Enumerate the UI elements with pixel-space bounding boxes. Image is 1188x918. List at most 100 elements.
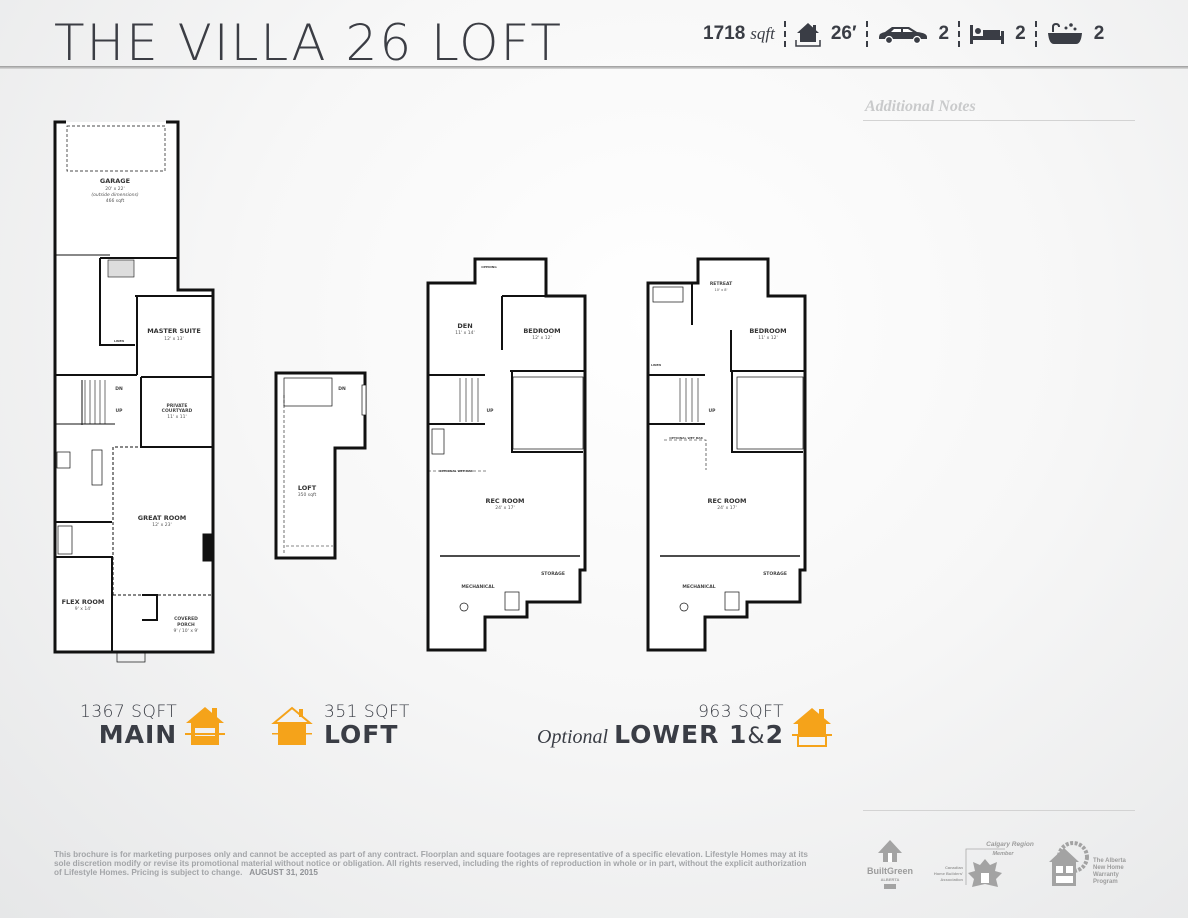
room-label: PRIVATE bbox=[167, 403, 188, 409]
alberta-warranty-logo: The Alberta New Home Warranty Program bbox=[1049, 841, 1126, 886]
divider bbox=[958, 21, 961, 47]
opening-label: OPENING bbox=[481, 265, 497, 269]
disclaimer-text: This brochure is for marketing purposes … bbox=[54, 850, 808, 877]
stairs-up-label: UP bbox=[487, 408, 495, 414]
room-label: REC ROOM bbox=[707, 497, 746, 505]
level-sqft: 351 SQFT bbox=[324, 702, 410, 722]
room-dims: 12' x 13' bbox=[164, 336, 183, 342]
room-dims: 10' x 8' bbox=[715, 288, 728, 292]
home-stats: 1718 sqft 26′ 2 2 2 bbox=[703, 20, 1104, 48]
room-label: MECHANICAL bbox=[461, 584, 494, 590]
room-label: FLEX ROOM bbox=[62, 598, 105, 606]
page-title: THE VILLA 26 LOFT bbox=[54, 14, 563, 72]
room-dims: 12' x 23' bbox=[152, 522, 171, 528]
garage-count: 2 bbox=[938, 23, 950, 44]
svg-text:Program: Program bbox=[1093, 879, 1118, 885]
loft-floor-plan bbox=[274, 371, 367, 560]
room-area: 466 sqft bbox=[106, 198, 125, 204]
sqft-unit: sqft bbox=[750, 24, 775, 43]
car-icon bbox=[878, 27, 927, 44]
room-label: RETREAT bbox=[710, 281, 733, 287]
disclaimer-date: AUGUST 31, 2015 bbox=[249, 868, 318, 877]
lower-2-labels: RETREAT 10' x 8' BEDROOM 11' x 12' REC R… bbox=[651, 281, 787, 590]
stairs-up-label: UP bbox=[116, 408, 124, 414]
room-label: BEDROOM bbox=[523, 327, 560, 335]
room-label: COURTYARD bbox=[162, 408, 193, 414]
room-dims: 11' x 11' bbox=[167, 414, 186, 420]
divider bbox=[783, 21, 786, 47]
room-label: COVERED bbox=[174, 616, 198, 622]
svg-text:Warranty: Warranty bbox=[1093, 872, 1119, 878]
room-dims: 11' x 12' bbox=[758, 335, 777, 341]
wet-bar-label: OPTIONAL WET BAR bbox=[669, 436, 703, 440]
svg-text:The Alberta: The Alberta bbox=[1093, 858, 1126, 864]
svg-text:Calgary Region: Calgary Region bbox=[986, 841, 1034, 848]
main-floor-labels: GARAGE 20' x 22' (outside dimensions) 46… bbox=[62, 177, 201, 634]
room-label: REC ROOM bbox=[485, 497, 524, 505]
stairs-down-label: DN bbox=[338, 386, 346, 392]
room-note: (outside dimensions) bbox=[91, 192, 138, 198]
level-main: 1367 SQFT MAIN bbox=[80, 702, 227, 748]
room-label: LOFT bbox=[298, 484, 317, 492]
room-label: BEDROOM bbox=[749, 327, 786, 335]
builtgreen-logo: BuiltGreen ALBERTA bbox=[867, 840, 913, 889]
room-dims: 11' x 14' bbox=[455, 330, 474, 336]
svg-text:ALBERTA: ALBERTA bbox=[881, 877, 900, 882]
level-name: LOFT bbox=[324, 720, 399, 749]
disclaimer: This brochure is for marketing purposes … bbox=[54, 850, 814, 877]
svg-text:Association: Association bbox=[940, 877, 963, 882]
svg-text:Member: Member bbox=[992, 851, 1014, 857]
divider bbox=[865, 21, 868, 47]
svg-text:Home Builders': Home Builders' bbox=[934, 871, 963, 876]
level-sqft: 1367 SQFT bbox=[80, 702, 178, 722]
house-icon bbox=[795, 23, 821, 47]
stairs-up-label: UP bbox=[709, 408, 717, 414]
room-label: STORAGE bbox=[541, 571, 565, 577]
level-sqft: 963 SQFT bbox=[698, 702, 784, 722]
total-sqft: 1718 bbox=[703, 23, 746, 44]
lower-2-floor-plan bbox=[646, 257, 807, 652]
optional-label: Optional bbox=[537, 726, 609, 748]
bed-icon bbox=[970, 25, 1005, 44]
lot-width: 26′ bbox=[830, 23, 857, 44]
bathtub-icon bbox=[1047, 22, 1082, 44]
room-dims: 24' x 17' bbox=[495, 505, 514, 511]
lower-1-floor-plan bbox=[426, 257, 587, 652]
room-dims: 9' x 14' bbox=[75, 606, 92, 612]
room-dims: 20' x 22' bbox=[105, 186, 124, 192]
chba-logo: Calgary Region Member Canadian Home Buil… bbox=[934, 841, 1034, 887]
ampersand: & bbox=[747, 724, 766, 749]
room-area: 350 sqft bbox=[298, 492, 317, 498]
level-name: LOWER 1 bbox=[614, 720, 748, 749]
lower-1-labels: DEN 11' x 14' BEDROOM 12' x 12' REC ROOM… bbox=[439, 265, 565, 590]
bathroom-count: 2 bbox=[1093, 23, 1105, 44]
room-label: MECHANICAL bbox=[682, 584, 715, 590]
logos-divider bbox=[863, 810, 1135, 811]
linen-label: LINEN bbox=[114, 339, 125, 343]
level-loft: 351 SQFT LOFT bbox=[270, 702, 410, 748]
stairs-down-label: DN bbox=[115, 386, 123, 392]
linen-label: LINEN bbox=[651, 363, 662, 367]
house-loft-icon bbox=[271, 706, 313, 745]
level-number: 2 bbox=[765, 720, 784, 749]
additional-notes-title: Additional Notes bbox=[865, 98, 976, 115]
divider bbox=[1034, 21, 1037, 47]
main-floor-plan bbox=[53, 120, 215, 663]
room-dims: 24' x 17' bbox=[717, 505, 736, 511]
affiliation-logos: BuiltGreen ALBERTA Calgary Region Member… bbox=[867, 840, 1126, 889]
svg-text:New Home: New Home bbox=[1093, 865, 1124, 871]
room-label: GREAT ROOM bbox=[138, 514, 187, 522]
house-lower-icon bbox=[791, 708, 832, 747]
room-dims: 9' / 10' x 9' bbox=[173, 628, 198, 634]
room-label: MASTER SUITE bbox=[147, 327, 201, 335]
house-main-floor-icon bbox=[185, 707, 226, 745]
bedroom-count: 2 bbox=[1015, 23, 1026, 44]
room-label: STORAGE bbox=[763, 571, 787, 577]
room-label: PORCH bbox=[177, 622, 195, 628]
room-dims: 12' x 12' bbox=[532, 335, 551, 341]
notes-divider bbox=[863, 120, 1135, 121]
svg-text:BuiltGreen: BuiltGreen bbox=[867, 866, 913, 876]
svg-text:Canadian: Canadian bbox=[945, 865, 964, 870]
